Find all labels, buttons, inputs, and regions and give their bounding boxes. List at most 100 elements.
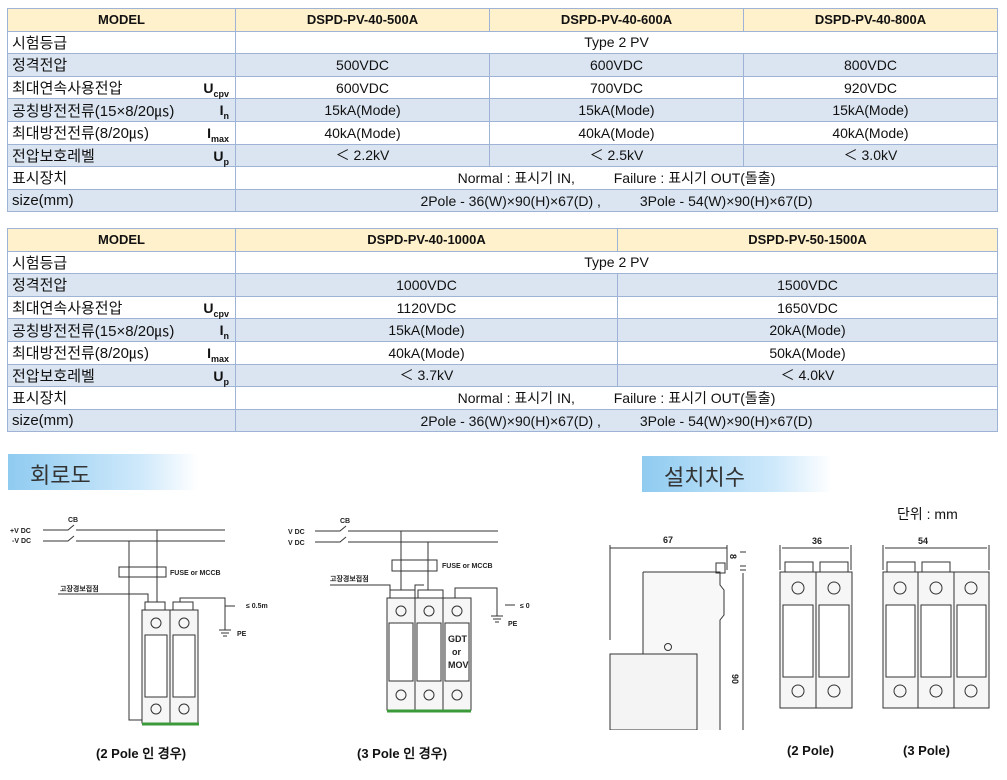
cb-label: CB [340,518,350,525]
cell: ＜ 3.7kV [235,363,618,388]
cell: 1500VDC [617,273,998,297]
row-label: 공칭방전전류(15×8/20㎲) In [7,318,236,342]
symbol: In [220,102,229,121]
fuse-label: FUSE or MCCB [170,570,221,577]
sym: U [213,367,224,384]
vdc-label: V DC [288,540,305,547]
sym: U [203,299,214,316]
cell: Type 2 PV [235,250,998,275]
row-label: size(mm) [7,408,236,433]
symbol: Up [213,368,229,387]
vdc-label: V DC [288,529,305,536]
label-text: 최대연속사용전압 [12,80,123,98]
row-label: 최대방전전류(8/20㎲) Imax [7,120,236,145]
cell: ＜ 4.0kV [617,363,998,388]
label-text: 최대방전전류(8/20㎲) [12,125,149,143]
circuit-3pole-diagram: V DC V DC CB FUSE or MCCB 고장경보접점 ≤ 0.5m … [288,518,530,713]
distance-label: ≤ 0.5m [246,603,268,610]
cell: 2Pole - 36(W)×90(H)×67(D) , 3Pole - 54(W… [235,188,998,213]
sub: cpv [213,88,229,99]
dim-54: 54 [918,536,928,546]
unit-label: 단위 : mm [897,506,958,522]
symbol: In [220,322,229,341]
mov-label: MOV [448,660,469,670]
model-cell: DSPD-PV-40-600A [488,8,744,32]
cell: ＜ 2.5kV [488,143,744,168]
row-label: 시험등급 [7,30,236,55]
row-label: 표시장치 [7,386,236,410]
vpos-label: +V DC [10,528,31,535]
row-label: 정격전압 [7,273,236,297]
dim-90: 90 [730,674,740,684]
fuse-label: FUSE or MCCB [442,563,493,570]
sub: p [223,376,230,387]
label-text: 최대연속사용전압 [12,300,123,318]
symbol: Imax [207,345,229,364]
caption-3pole-dims: (3 Pole) [903,743,950,758]
cell: 1000VDC [235,273,618,297]
label-text: 공칭방전전류(15×8/20㎲) [12,322,175,340]
caption-2pole-circuit: (2 Pole 인 경우) [96,746,187,761]
row-label: 최대연속사용전압 Ucpv [7,75,236,100]
dims-section-title: 설치치수 [642,456,832,492]
row-label: 표시장치 [7,166,236,190]
alarm-label: 고장경보접점 [60,584,99,593]
cell: 20kA(Mode) [617,318,998,342]
alarm-label: 고장경보접점 [330,574,369,583]
label-text: 전압보호레벨 [12,367,95,385]
cell: Normal : 표시기 IN, Failure : 표시기 OUT(돌출) [235,166,998,190]
label-text: 최대방전전류(8/20㎲) [12,345,149,363]
caption-3pole-circuit: (3 Pole 인 경우) [357,746,448,761]
cell: 40kA(Mode) [235,120,490,145]
cell: 700VDC [488,75,744,100]
dim-36: 36 [812,536,822,546]
gdt-label: GDT [448,634,468,644]
cell: Type 2 PV [235,30,998,55]
cell: 2Pole - 36(W)×90(H)×67(D) , 3Pole - 54(W… [235,408,998,433]
cell: 40kA(Mode) [235,340,618,365]
cell: ＜ 3.0kV [742,143,999,168]
row-label: 공칭방전전류(15×8/20㎲)In [7,98,236,122]
cell: 50kA(Mode) [617,340,998,365]
row-label: 시험등급 [7,250,236,275]
model-header: MODEL [7,228,236,252]
sub: n [223,331,230,342]
cell: 600VDC [488,53,744,77]
pe-label: PE [508,621,518,628]
cell: Normal : 표시기 IN, Failure : 표시기 OUT(돌출) [235,386,998,410]
sym: I [207,124,211,141]
row-label: 정격전압 [7,53,236,77]
gdt-or-label: or [452,647,461,657]
sym: U [203,79,214,96]
sub: max [210,353,229,364]
cell: 15kA(Mode) [742,98,999,122]
cell: 1120VDC [235,295,618,320]
sym: I [219,102,224,119]
circuit-section-title: 회로도 [8,454,198,490]
dim-8: 8 [728,554,738,559]
cell: 15kA(Mode) [235,318,618,342]
symbol: Imax [207,125,229,144]
dimension-drawings: 67 8 90 36 54 [609,535,990,730]
row-label: 최대연속사용전압 Ucpv [7,295,236,320]
sym: I [207,344,211,361]
cell: ＜ 2.2kV [235,143,490,168]
distance-label: ≤ 0.5m [520,603,530,610]
cell: 600VDC [235,75,490,100]
sym: I [219,322,224,339]
model-cell: DSPD-PV-50-1500A [617,228,998,252]
caption-2pole-dims: (2 Pole) [787,743,834,758]
pe-label: PE [237,631,247,638]
model-cell: DSPD-PV-40-500A [235,8,490,32]
model-cell: DSPD-PV-40-1000A [235,228,618,252]
sub: cpv [213,308,229,319]
sub: n [223,111,230,122]
cell: 920VDC [742,75,999,100]
circuit-2pole-diagram: +V DC -V DC CB FUSE or MCCB 고장경보접점 ≤ 0.5… [10,517,268,726]
row-label: size(mm) [7,188,236,213]
cell: 500VDC [235,53,490,77]
sub: p [223,156,230,167]
